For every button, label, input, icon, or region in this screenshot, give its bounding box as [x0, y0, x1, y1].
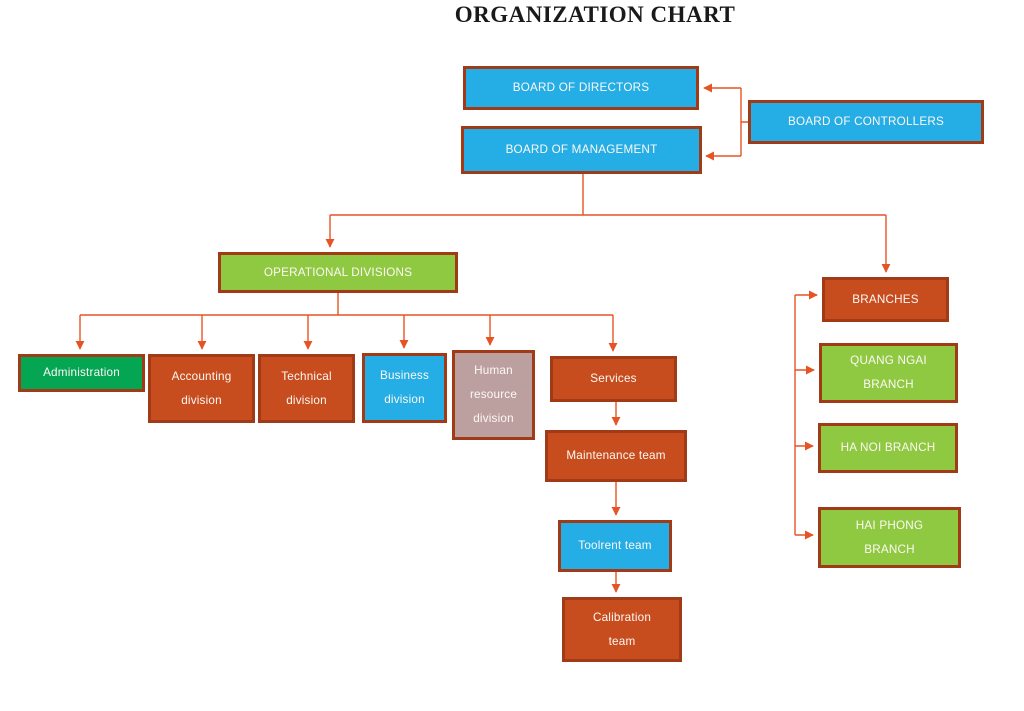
- node-label: Services: [590, 372, 637, 385]
- node-ha-noi-branch: HA NOI BRANCH: [818, 423, 958, 473]
- node-label: HAI PHONG BRANCH: [855, 518, 924, 556]
- node-quang-ngai-branch: QUANG NGAI BRANCH: [819, 343, 958, 403]
- node-label: BOARD OF CONTROLLERS: [788, 115, 944, 128]
- node-label: Technical division: [281, 369, 332, 407]
- node-label: BOARD OF DIRECTORS: [512, 81, 650, 94]
- node-maintenance-team: Maintenance team: [545, 430, 687, 482]
- node-toolrent-team: Toolrent team: [558, 520, 672, 572]
- node-technical-division: Technical division: [258, 354, 355, 423]
- node-label: OPERATIONAL DIVISIONS: [263, 265, 413, 279]
- node-label: Maintenance team: [566, 449, 666, 462]
- node-label: Business division: [379, 369, 430, 406]
- node-board-of-controllers: BOARD OF CONTROLLERS: [748, 100, 984, 144]
- node-label: BOARD OF MANAGEMENT: [505, 143, 658, 156]
- node-label: HA NOI BRANCH: [840, 441, 936, 454]
- node-services: Services: [550, 356, 677, 402]
- node-accounting-division: Accounting division: [148, 354, 255, 423]
- node-label: BRANCHES: [852, 292, 919, 306]
- page-title: ORGANIZATION CHART: [454, 2, 736, 27]
- node-calibration-team: Calibration team: [562, 597, 682, 662]
- node-operational-divisions: OPERATIONAL DIVISIONS: [218, 252, 458, 293]
- node-label: Accounting division: [171, 369, 232, 407]
- node-human-resource-division: Human resource division: [452, 350, 535, 440]
- node-business-division: Business division: [362, 353, 447, 423]
- node-branches: BRANCHES: [822, 277, 949, 322]
- node-label: Toolrent team: [578, 539, 652, 552]
- node-label: QUANG NGAI BRANCH: [850, 354, 927, 391]
- node-administration: Administration: [18, 354, 145, 392]
- node-label: Human resource division: [469, 364, 518, 425]
- node-label: Calibration team: [592, 610, 652, 648]
- node-hai-phong-branch: HAI PHONG BRANCH: [818, 507, 961, 568]
- node-board-of-directors: BOARD OF DIRECTORS: [463, 66, 699, 110]
- node-board-of-management: BOARD OF MANAGEMENT: [461, 126, 702, 174]
- node-label: Administration: [43, 366, 120, 379]
